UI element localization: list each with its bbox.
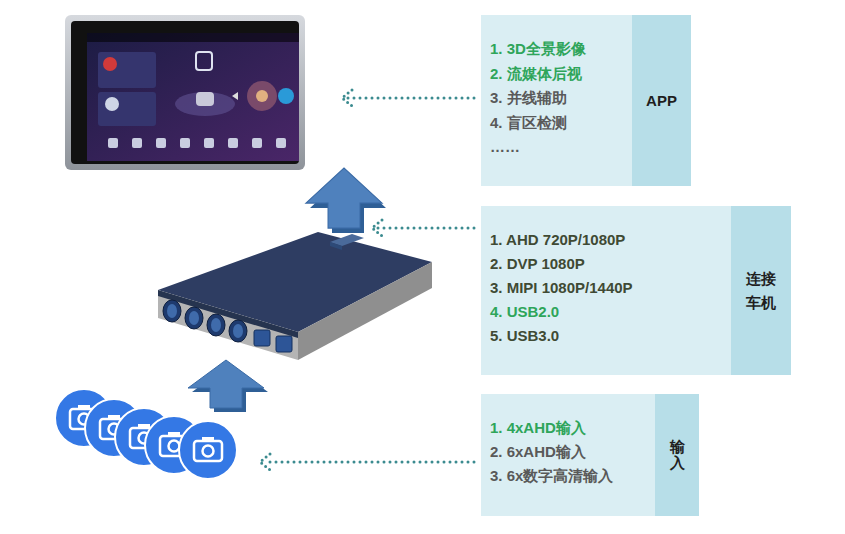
interface-list-panel: 1. AHD 720P/1080P2. DVP 1080P3. MIPI 108… — [481, 206, 731, 375]
widget-icon — [103, 57, 117, 71]
round-connector — [189, 311, 199, 325]
list-item: 4. 盲区检测 — [490, 111, 567, 136]
arrow-body — [306, 168, 382, 228]
screen-bezel — [65, 15, 305, 170]
panel-label-text: 输入 — [670, 439, 685, 472]
list-item: 2. 流媒体后视 — [490, 62, 582, 87]
camera-lens — [169, 441, 180, 452]
mic-button — [278, 88, 294, 104]
box-side — [298, 262, 432, 360]
car-graphic — [196, 92, 214, 106]
list-item: …… — [490, 135, 520, 160]
list-item: 3. MIPI 1080P/1440P — [490, 276, 633, 300]
music-disc — [256, 90, 268, 102]
round-connector — [233, 324, 243, 338]
round-connector — [207, 314, 225, 336]
status-bar — [87, 33, 299, 42]
round-connector — [163, 300, 181, 322]
camera-circle — [179, 421, 237, 479]
box-port — [330, 242, 342, 250]
control-box — [158, 232, 432, 360]
dotted-arrowhead — [342, 90, 352, 106]
list-item: 2. 6xAHD输入 — [490, 440, 586, 464]
feature-list-panel: 1. 3D全景影像2. 流媒体后视3. 并线辅助4. 盲区检测…… — [481, 15, 632, 186]
dotted-pointers — [260, 90, 474, 470]
box-top — [158, 232, 432, 332]
list-item: 2. DVP 1080P — [490, 252, 585, 276]
round-connector — [167, 304, 177, 318]
list-item: 1. 4xAHD输入 — [490, 416, 586, 440]
dotted-arrowhead — [372, 220, 382, 236]
dotted-leader — [264, 461, 474, 464]
camera-group — [55, 389, 237, 479]
arrow-body — [188, 360, 264, 408]
panel-label: 输入 — [655, 394, 699, 516]
camera-top — [168, 432, 180, 437]
block-arrow — [188, 360, 268, 412]
camera-top — [108, 415, 120, 420]
list-item: 4. USB2.0 — [490, 300, 559, 324]
camera-top — [202, 437, 214, 442]
round-connector — [185, 307, 203, 329]
camera-body — [194, 441, 222, 461]
widget-card — [98, 92, 156, 126]
camera-top — [138, 424, 150, 429]
camera-top — [78, 405, 90, 410]
dotted-leader — [376, 227, 474, 230]
weather-icon — [105, 97, 119, 111]
screen-display — [87, 33, 299, 161]
square-connector — [276, 336, 292, 352]
app-icon — [108, 138, 118, 148]
screen-frame — [71, 21, 299, 164]
app-icon — [228, 138, 238, 148]
widget-card — [98, 52, 156, 88]
head-unit-screen — [65, 15, 305, 170]
app-icon-row — [108, 138, 286, 148]
list-item: 1. AHD 720P/1080P — [490, 228, 625, 252]
music-disc — [247, 81, 277, 111]
list-item: 3. 6x数字高清输入 — [490, 464, 613, 488]
input-list-panel: 1. 4xAHD输入2. 6xAHD输入3. 6x数字高清输入 — [481, 394, 655, 516]
app-icon — [204, 138, 214, 148]
app-icon — [252, 138, 262, 148]
square-connector — [254, 330, 270, 346]
block-arrow — [306, 168, 386, 233]
round-connector — [229, 320, 247, 342]
panel-label-text: APP — [646, 89, 677, 113]
panel-label: APP — [632, 15, 691, 186]
list-item: 3. 并线辅助 — [490, 86, 567, 111]
camera-lens — [203, 446, 214, 457]
dotted-leader — [346, 97, 474, 100]
app-icon — [180, 138, 190, 148]
list-item: 5. USB3.0 — [490, 324, 559, 348]
round-connector — [211, 318, 221, 332]
prev-button — [232, 92, 238, 100]
box-front — [158, 290, 298, 360]
app-icon — [156, 138, 166, 148]
dotted-arrowhead — [260, 454, 270, 470]
panel-label-text: 连接 车机 — [746, 267, 776, 315]
speed-icon — [196, 52, 212, 70]
box-edge — [158, 290, 298, 338]
panel-label: 连接 车机 — [731, 206, 791, 375]
list-item: 1. 3D全景影像 — [490, 37, 586, 62]
car-graphic — [175, 92, 235, 116]
app-icon — [276, 138, 286, 148]
camera-icon — [179, 421, 237, 479]
app-icon — [132, 138, 142, 148]
